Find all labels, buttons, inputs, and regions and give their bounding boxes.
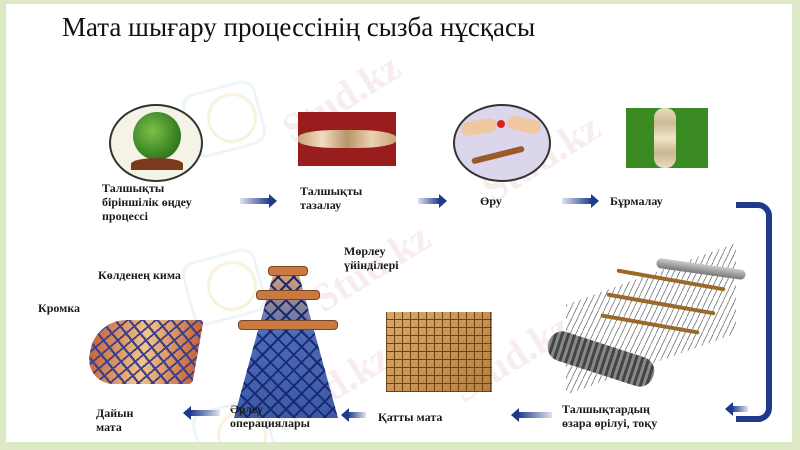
hands-spinning-icon <box>453 104 551 182</box>
finishing-roll <box>268 266 308 276</box>
page-title: Мата шығару процессінің сызба нұсқасы <box>62 12 536 42</box>
arrow-left <box>725 402 748 416</box>
step-label-finished-fabric: Дайын мата <box>96 406 134 434</box>
slide: Stud.kz Stud.kz Stud.kz Stud.kz Stud.kz … <box>6 4 792 442</box>
arrow-right <box>240 194 277 208</box>
arrow-left <box>511 408 552 422</box>
cotton-plant-icon <box>109 104 203 182</box>
finishing-roll <box>238 320 338 330</box>
arrow-right <box>418 194 447 208</box>
fabric-roll-icon <box>84 320 204 384</box>
step-label-raw-fabric: Қатты мата <box>378 410 443 424</box>
arrow-left <box>341 408 366 422</box>
annotation-weft: Көлденең кима <box>98 268 181 282</box>
finishing-roll <box>256 290 320 300</box>
warp-loom-icon <box>544 243 747 395</box>
step-label-finishing: Әрлеу операциялары <box>230 402 311 430</box>
annotation-kromka: Кромка <box>38 301 81 315</box>
step-label-primary-processing: Талшықты біріншілік өңдеу процессі <box>102 181 192 223</box>
finishing-machine-icon <box>234 266 338 418</box>
arrow-left <box>183 406 220 420</box>
step-label-weaving: Талшықтардың өзара өрілуі, тоқу <box>562 402 658 430</box>
twisted-fiber-icon <box>298 112 396 166</box>
arrow-right <box>562 194 599 208</box>
twisted-yarn-icon <box>626 108 708 168</box>
woven-fabric-icon <box>386 312 492 392</box>
step-label-spinning: Өру <box>480 194 502 208</box>
step-label-fiber-cleaning: Талшықты тазалау <box>300 184 363 212</box>
watermark-bird-icon <box>178 245 270 329</box>
step-label-twisting: Бұрмалау <box>610 194 663 208</box>
connector-bracket <box>736 202 772 422</box>
annotation-finishing-rolls: Мөрлеу үйінділері <box>344 244 399 272</box>
